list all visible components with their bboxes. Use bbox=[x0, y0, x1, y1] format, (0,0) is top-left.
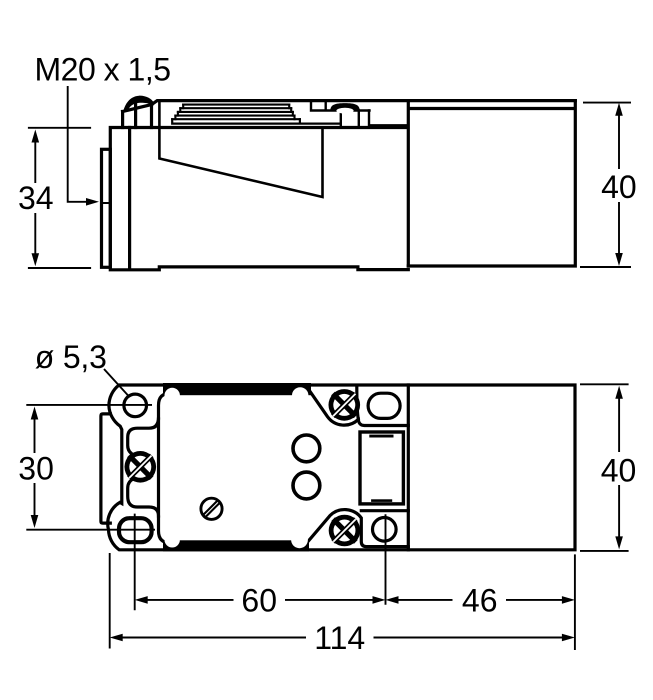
svg-text:40: 40 bbox=[601, 452, 637, 488]
svg-text:30: 30 bbox=[18, 450, 54, 486]
svg-text:34: 34 bbox=[18, 180, 54, 216]
svg-text:60: 60 bbox=[241, 583, 277, 619]
svg-text:ø 5,3: ø 5,3 bbox=[35, 339, 107, 375]
svg-text:114: 114 bbox=[314, 620, 365, 656]
svg-text:46: 46 bbox=[462, 582, 498, 618]
svg-text:M20 x 1,5: M20 x 1,5 bbox=[35, 52, 171, 88]
svg-text:40: 40 bbox=[601, 169, 637, 205]
